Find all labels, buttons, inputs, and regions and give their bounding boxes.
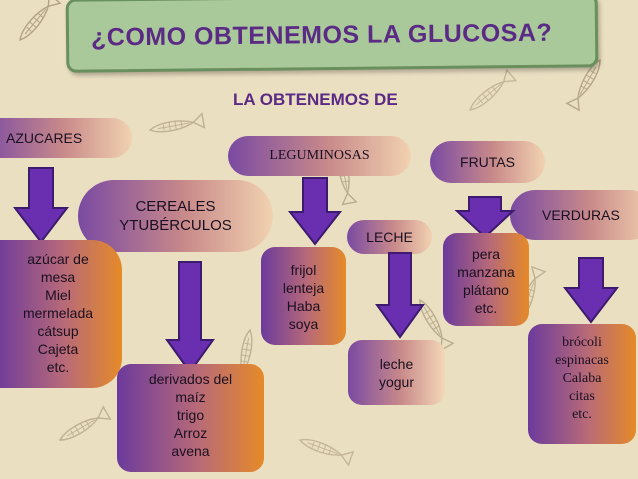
- list-item: frijol: [290, 262, 317, 278]
- arrow-down-icon: [165, 261, 215, 374]
- list-cereales: derivados del maíz trigo Arroz avena: [117, 364, 264, 472]
- list-item: manzana: [457, 264, 515, 280]
- category-verduras-label: VERDURAS: [542, 207, 620, 223]
- list-item: Haba: [286, 298, 321, 314]
- subtitle: LA OBTENEMOS DE: [233, 90, 398, 109]
- list-item: yogur: [378, 374, 415, 390]
- category-leguminosas-label: LEGUMINOSAS: [269, 148, 370, 163]
- page-title: ¿COMO OBTENEMOS LA GLUCOSA?: [90, 18, 553, 52]
- list-item: mesa: [40, 269, 76, 285]
- arrow-down-icon: [562, 257, 620, 324]
- list-item: Arroz: [173, 425, 208, 441]
- list-item: Calaba: [562, 371, 602, 386]
- list-frutas: pera manzana plátano etc.: [443, 233, 529, 326]
- list-item: soya: [288, 316, 319, 332]
- list-item: maíz: [175, 389, 206, 405]
- category-azucares-label: AZUCARES: [6, 130, 83, 146]
- list-item: espinacas: [555, 353, 609, 368]
- category-leche: LECHE: [347, 220, 432, 254]
- list-item: brócoli: [562, 335, 602, 350]
- list-item: derivados del: [148, 371, 233, 387]
- title-banner: ¿COMO OBTENEMOS LA GLUCOSA?: [65, 0, 599, 73]
- list-item: avena: [171, 443, 210, 459]
- list-item: leche: [379, 356, 414, 372]
- category-verduras: VERDURAS: [510, 190, 638, 240]
- arrow-down-icon: [12, 167, 70, 244]
- list-item: cátsup: [37, 323, 79, 339]
- category-cereales: CEREALES YTUBÉRCULOS: [78, 180, 273, 252]
- list-item: mermelada: [22, 305, 94, 321]
- category-leguminosas: LEGUMINOSAS: [228, 136, 411, 176]
- category-cereales-label-1: CEREALES: [135, 198, 216, 215]
- category-azucares: AZUCARES: [0, 118, 132, 158]
- list-item: trigo: [176, 407, 205, 423]
- list-leche: leche yogur: [348, 340, 445, 405]
- list-item: etc.: [572, 407, 592, 422]
- category-frutas-label: FRUTAS: [460, 154, 515, 170]
- list-item: lenteja: [282, 280, 325, 296]
- category-leche-label: LECHE: [366, 229, 413, 245]
- list-item: Cajeta: [37, 341, 79, 357]
- list-item: plátano: [463, 282, 509, 298]
- list-leguminosas: frijol lenteja Haba soya: [261, 247, 346, 345]
- list-item: citas: [569, 389, 595, 404]
- arrow-down-icon: [375, 252, 425, 339]
- arrow-down-icon: [287, 177, 343, 246]
- list-item: pera: [471, 246, 501, 262]
- list-item: Miel: [45, 287, 71, 303]
- list-azucares: azúcar de mesa Miel mermelada cátsup Caj…: [0, 240, 122, 388]
- category-cereales-label-2: YTUBÉRCULOS: [119, 217, 232, 234]
- list-item: etc.: [46, 359, 70, 375]
- list-item: etc.: [474, 300, 498, 316]
- list-verduras: brócoli espinacas Calaba citas etc.: [528, 324, 636, 444]
- category-frutas: FRUTAS: [430, 141, 545, 183]
- arrow-down-icon: [454, 196, 516, 239]
- list-item: azúcar de: [27, 251, 89, 267]
